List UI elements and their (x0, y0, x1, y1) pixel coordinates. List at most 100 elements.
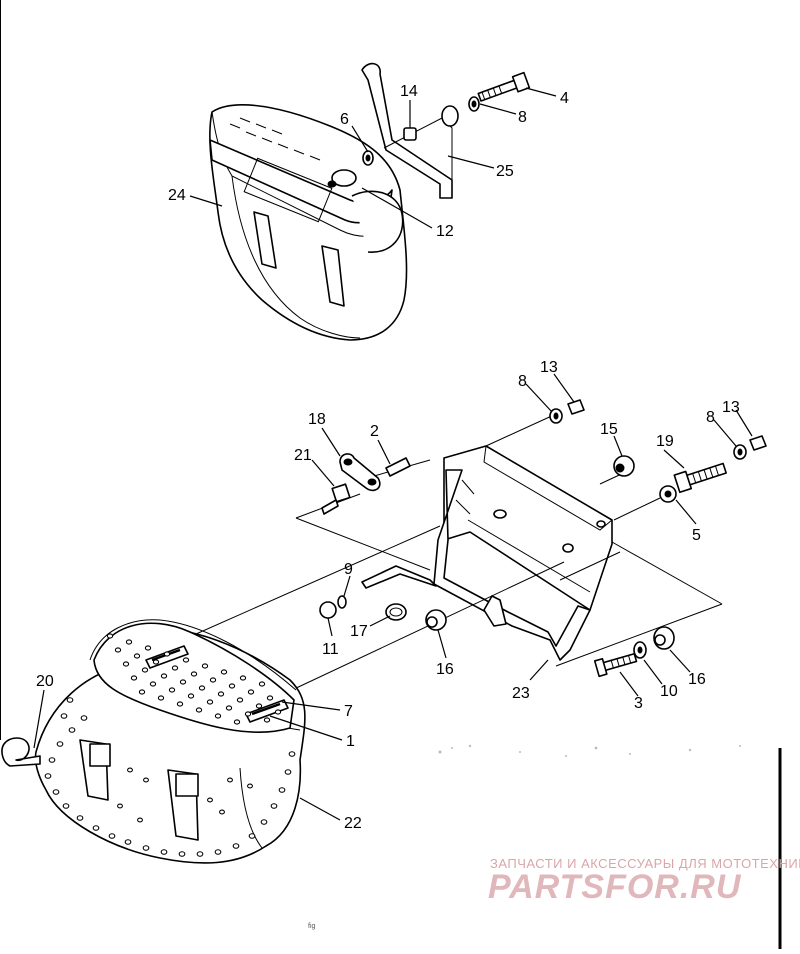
middle-hardware (319, 399, 767, 678)
stud-62 (68, 727, 76, 733)
stud-45 (76, 815, 84, 821)
callout-20: 20 (36, 673, 54, 690)
callout-13: 13 (722, 399, 740, 416)
stud-39 (214, 713, 222, 719)
stud-41 (48, 757, 56, 763)
stud-58 (278, 787, 286, 793)
stud-4 (182, 657, 190, 663)
scan-noise (438, 744, 741, 757)
stud-2 (144, 645, 152, 651)
stud-71 (117, 803, 123, 809)
stud-21 (179, 679, 187, 685)
stud-43 (52, 789, 60, 795)
callout-19: 19 (656, 433, 674, 450)
upper-saddlebag (209, 104, 408, 341)
callout-8: 8 (706, 409, 715, 426)
stud-15 (228, 683, 236, 689)
stud-50 (160, 849, 168, 855)
stud-37 (176, 701, 184, 707)
stud-11 (152, 659, 160, 665)
stud-73 (247, 783, 253, 789)
callout-14: 14 (400, 83, 418, 100)
stud-40 (233, 719, 241, 725)
callout-8: 8 (518, 373, 527, 390)
callout-10: 10 (660, 683, 678, 700)
stud-22 (198, 685, 206, 691)
lower-saddlebag (1, 619, 306, 864)
stud-54 (232, 843, 240, 849)
callout-7: 7 (344, 703, 353, 720)
stud-69 (219, 809, 225, 815)
callout-13: 13 (540, 359, 558, 376)
stud-72 (227, 777, 233, 783)
callout-21: 21 (294, 447, 312, 464)
callout-22: 22 (344, 815, 362, 832)
stud-27 (130, 675, 138, 681)
stud-70 (137, 817, 143, 823)
callout-labels: 4 14 8 6 25 24 12 13 8 18 2 15 19 8 13 2… (36, 83, 740, 832)
stud-20 (160, 673, 168, 679)
callout-2: 2 (370, 423, 379, 440)
mount-bracket (361, 445, 613, 661)
stud-55 (248, 833, 256, 839)
stud-42 (44, 773, 52, 779)
stud-16 (247, 689, 255, 695)
stud-31 (206, 699, 214, 705)
watermark-brand: PARTSFOR.RU (488, 868, 742, 906)
stud-25 (255, 703, 263, 709)
stud-17 (266, 695, 274, 701)
callout-24: 24 (168, 187, 186, 204)
stud-29 (168, 687, 176, 693)
callout-9: 9 (344, 561, 353, 578)
stud-68 (207, 797, 213, 803)
stud-38 (195, 707, 203, 713)
stud-7 (239, 675, 247, 681)
watermark-subtitle: ЗАПЧАСТИ И АКСЕССУАРЫ ДЛЯ МОТОТЕХНИКИ (490, 856, 800, 871)
stud-53 (214, 849, 222, 855)
stud-57 (270, 803, 278, 809)
stud-5 (201, 663, 209, 669)
stud-32 (225, 705, 233, 711)
leader-lines (33, 87, 753, 821)
callout-6: 6 (340, 111, 349, 128)
callout-16: 16 (436, 661, 454, 678)
stud-52 (196, 851, 204, 857)
saddlebag-studs (44, 633, 296, 857)
stud-1 (125, 639, 133, 645)
callout-1: 1 (346, 733, 355, 750)
stud-60 (288, 751, 296, 757)
stud-10 (133, 653, 141, 659)
stud-66 (127, 767, 133, 773)
callout-8: 8 (518, 109, 527, 126)
callout-4: 4 (560, 90, 569, 107)
stud-14 (209, 677, 217, 683)
callout-18: 18 (308, 411, 326, 428)
stud-33 (244, 711, 252, 717)
stud-65 (66, 697, 74, 703)
watermark: ЗАПЧАСТИ И АКСЕССУАРЫ ДЛЯ МОТОТЕХНИКИ PA… (488, 856, 800, 906)
figure-code: fig (308, 923, 316, 930)
stud-36 (157, 695, 165, 701)
callout-15: 15 (600, 421, 618, 438)
stud-44 (62, 803, 70, 809)
stud-35 (138, 689, 146, 695)
stud-64 (60, 713, 68, 719)
stud-18 (122, 661, 130, 667)
stud-13 (190, 671, 198, 677)
stud-6 (220, 669, 228, 675)
callout-5: 5 (692, 527, 701, 544)
stud-30 (187, 693, 195, 699)
callout-23: 23 (512, 685, 530, 702)
stud-3 (163, 651, 171, 657)
stud-12 (171, 665, 179, 671)
callout-16: 16 (688, 671, 706, 688)
stud-49 (142, 845, 150, 851)
stud-0 (106, 633, 114, 639)
stud-59 (284, 769, 292, 775)
stud-34 (263, 717, 271, 723)
stud-56 (260, 819, 268, 825)
stud-63 (80, 715, 88, 721)
stud-48 (124, 839, 132, 845)
